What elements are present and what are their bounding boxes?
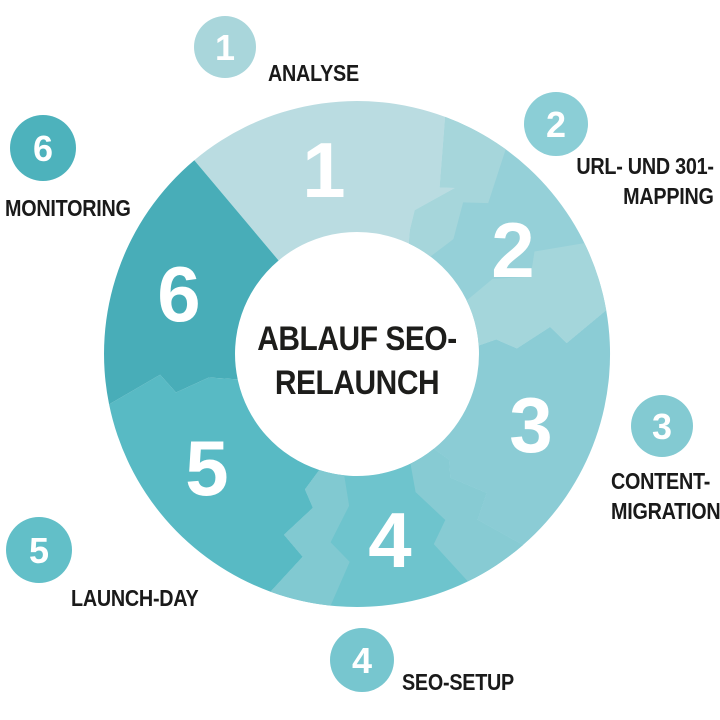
step-label-line: SEO-SETUP xyxy=(402,669,514,695)
step-label-url-mapping: URL- UND 301- MAPPING xyxy=(576,151,715,211)
segment-6 xyxy=(104,160,279,405)
badge-number-4: 4 xyxy=(352,640,372,681)
segment-number-1: 1 xyxy=(302,126,345,214)
step-label-seo-setup: SEO-SETUP xyxy=(402,667,514,697)
step-label-monitoring: MONITORING xyxy=(5,193,131,223)
badge-number-3: 3 xyxy=(652,406,672,447)
diagram-title-line-1: ABLAUF SEO- xyxy=(257,320,457,358)
step-badge-1: 1 xyxy=(194,16,256,78)
segment-number-2: 2 xyxy=(491,206,534,294)
step-badge-4: 4 xyxy=(330,628,394,692)
step-label-line: MIGRATION xyxy=(611,498,720,524)
step-label-launch-day: LAUNCH-DAY xyxy=(71,583,199,613)
badge-circle-2 xyxy=(524,92,588,156)
badge-number-2: 2 xyxy=(546,104,566,145)
diagram-title: ABLAUF SEO- RELAUNCH xyxy=(216,317,498,405)
step-badge-3: 3 xyxy=(631,395,693,457)
segment-number-5: 5 xyxy=(185,424,228,512)
badge-circle-5 xyxy=(6,517,72,583)
step-label-analyse: ANALYSE xyxy=(268,58,359,88)
badge-circle-4 xyxy=(330,628,394,692)
segment-3 xyxy=(433,310,611,545)
segment-number-4: 4 xyxy=(368,496,411,584)
transition-1-2 xyxy=(408,116,506,257)
segment-number-3: 3 xyxy=(509,381,552,469)
badge-circle-6 xyxy=(10,115,76,181)
badge-number-5: 5 xyxy=(29,530,49,571)
step-label-line: LAUNCH-DAY xyxy=(71,585,199,611)
badge-number-1: 1 xyxy=(215,27,235,68)
badge-number-6: 6 xyxy=(33,128,53,169)
transition-2-3 xyxy=(466,243,607,349)
step-label-line: URL- UND 301- xyxy=(576,153,715,179)
step-label-line: MAPPING xyxy=(623,183,714,209)
segment-number-6: 6 xyxy=(157,250,200,338)
diagram-title-line-2: RELAUNCH xyxy=(274,364,440,402)
step-badge-2: 2 xyxy=(524,92,588,156)
transition-3-4 xyxy=(410,448,523,582)
step-badge-6: 6 xyxy=(10,115,76,181)
segment-1 xyxy=(194,101,456,261)
step-label-line: MONITORING xyxy=(5,195,131,221)
badge-circle-3 xyxy=(631,395,693,457)
badge-circle-1 xyxy=(194,16,256,78)
step-badge-5: 5 xyxy=(6,517,72,583)
transition-4-5 xyxy=(270,470,350,606)
segment-5 xyxy=(109,374,320,592)
step-label-content-migration: CONTENT- MIGRATION xyxy=(611,466,720,526)
step-label-line: CONTENT- xyxy=(611,468,711,494)
step-label-line: ANALYSE xyxy=(268,60,359,86)
